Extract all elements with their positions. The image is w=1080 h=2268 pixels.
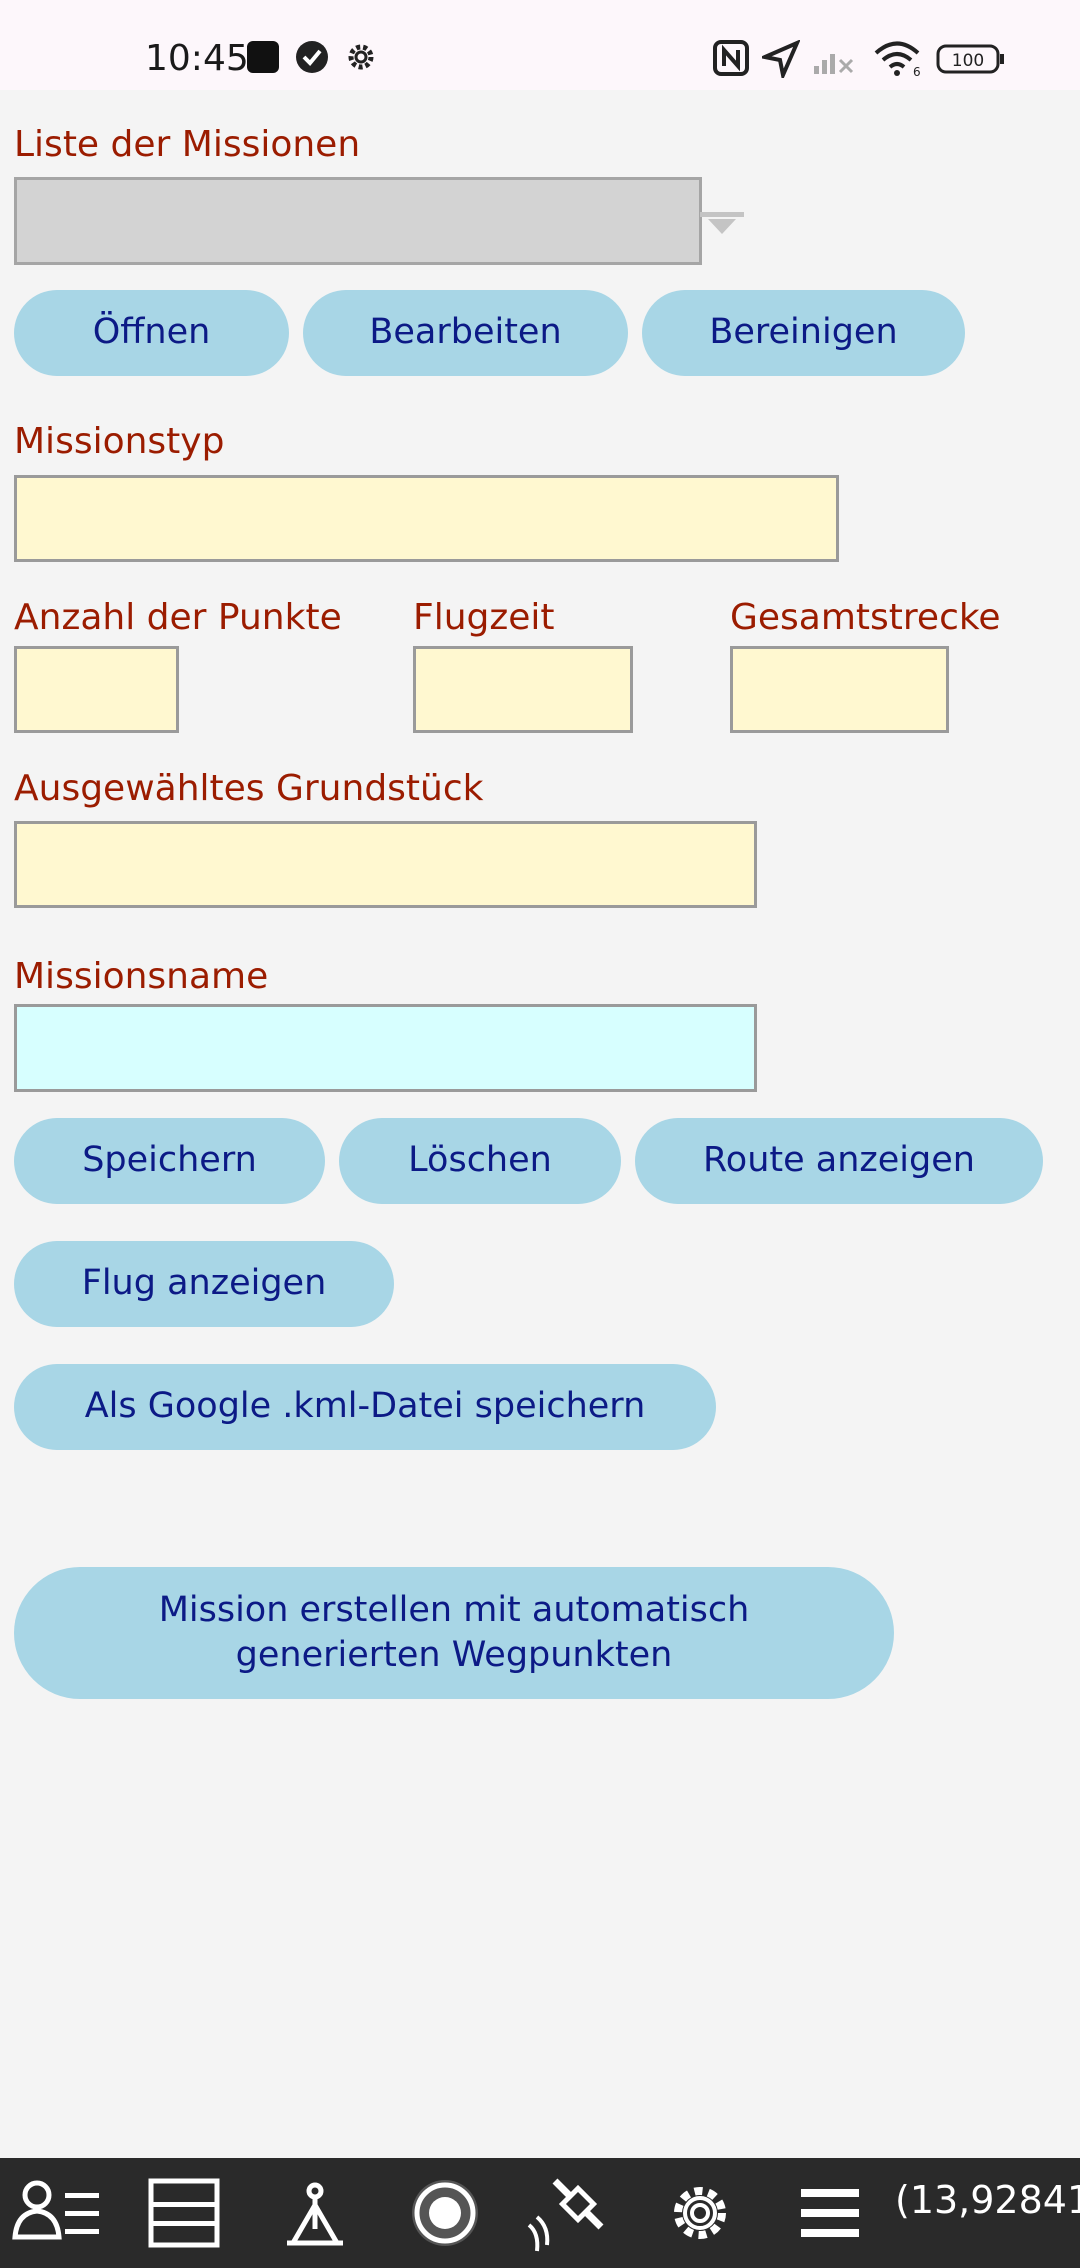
- coordinate-readout: (13,92841: [895, 2178, 1080, 2222]
- delete-button[interactable]: Löschen: [339, 1118, 621, 1204]
- mission-type-field: [14, 475, 839, 562]
- auto-mission-line2: generierten Wegpunkten: [235, 1635, 673, 1675]
- total-distance-field: [730, 646, 949, 733]
- flight-time-field: [413, 646, 633, 733]
- svg-text:6: 6: [913, 65, 921, 78]
- user-list-icon[interactable]: [7, 2171, 107, 2255]
- selected-plot-field: [14, 821, 757, 908]
- save-kml-button[interactable]: Als Google .kml-Datei speichern: [14, 1364, 716, 1450]
- battery-icon: 100: [936, 44, 1006, 79]
- satellite-icon[interactable]: [525, 2171, 625, 2255]
- svg-text:100: 100: [952, 51, 984, 71]
- mission-list-label: Liste der Missionen: [14, 124, 361, 165]
- points-count-label: Anzahl der Punkte: [14, 597, 342, 638]
- show-flight-button[interactable]: Flug anzeigen: [14, 1241, 394, 1327]
- check-circle-icon: [295, 40, 329, 79]
- total-distance-label: Gesamtstrecke: [730, 597, 1001, 638]
- menu-icon[interactable]: [781, 2171, 881, 2255]
- points-count-field: [14, 646, 179, 733]
- surveyor-icon[interactable]: [265, 2171, 365, 2255]
- location-arrow-icon: [758, 39, 801, 83]
- nfc-icon: [713, 40, 749, 81]
- mission-list-dropdown[interactable]: [14, 177, 702, 265]
- save-button[interactable]: Speichern: [14, 1118, 325, 1204]
- status-bar: 10:45 6 100: [0, 0, 1080, 90]
- clean-button[interactable]: Bereinigen: [642, 290, 965, 376]
- mission-type-label: Missionstyp: [14, 421, 225, 462]
- wifi-icon: 6: [873, 40, 923, 83]
- auto-mission-line1: Mission erstellen mit automatisch: [158, 1589, 750, 1630]
- app-notification-icon: [246, 40, 280, 79]
- selected-plot-label: Ausgewähltes Grundstück: [14, 768, 484, 809]
- status-time: 10:45: [145, 38, 249, 79]
- edit-button[interactable]: Bearbeiten: [303, 290, 628, 376]
- mission-name-label: Missionsname: [14, 956, 269, 997]
- mission-name-input[interactable]: [14, 1004, 757, 1092]
- show-route-button[interactable]: Route anzeigen: [635, 1118, 1043, 1204]
- auto-waypoints-mission-button[interactable]: Mission erstellen mit automatisch generi…: [14, 1567, 894, 1699]
- settings-icon[interactable]: [650, 2171, 750, 2255]
- chevron-down-icon[interactable]: [700, 210, 744, 245]
- layers-icon[interactable]: [135, 2171, 235, 2255]
- signal-off-icon: [812, 40, 856, 81]
- flight-time-label: Flugzeit: [413, 597, 555, 638]
- gear-icon: [344, 40, 378, 79]
- open-button[interactable]: Öffnen: [14, 290, 289, 376]
- record-icon[interactable]: [395, 2171, 495, 2255]
- bottom-nav-bar: [0, 2158, 1080, 2268]
